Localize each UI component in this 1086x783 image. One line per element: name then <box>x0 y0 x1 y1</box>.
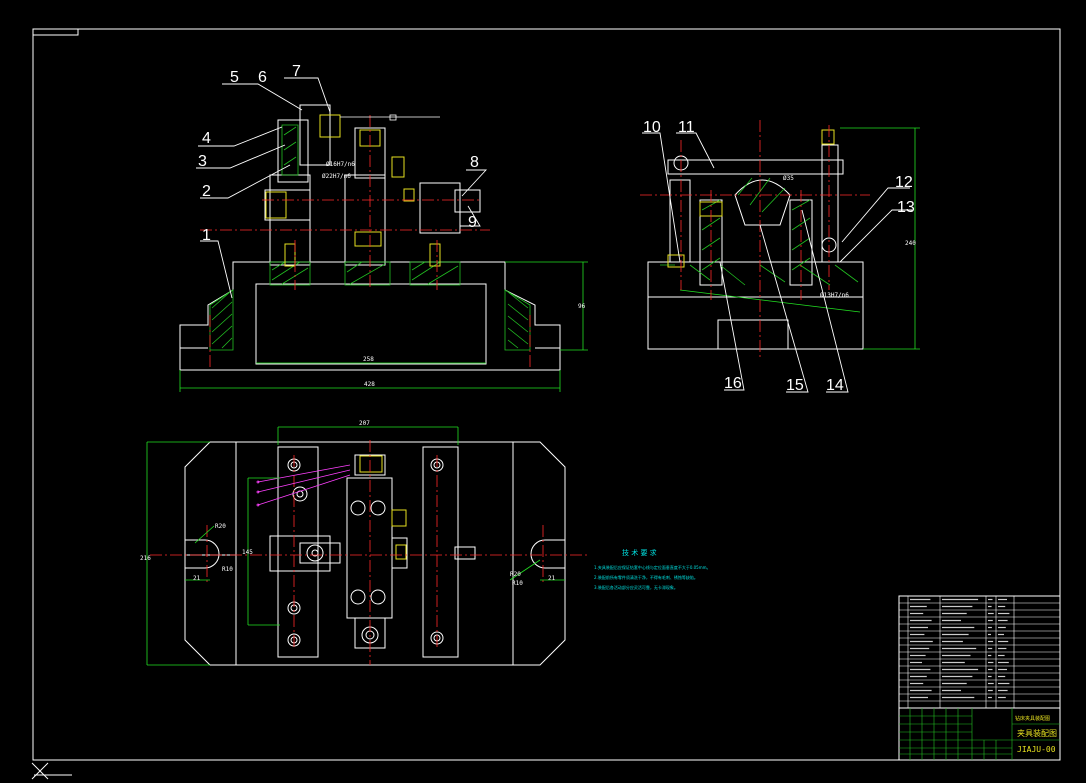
top-dim-left-small: 21 <box>193 575 201 582</box>
title-block-number: JIAJU-00 <box>1017 745 1056 754</box>
top-dim-right-a: R20 <box>510 571 521 578</box>
balloon-6: 6 <box>258 69 267 86</box>
top-dim-right-c: 21 <box>548 575 556 582</box>
balloon-15: 15 <box>786 377 804 394</box>
front-fit-1: Ø16H7/n6 <box>326 161 355 168</box>
side-view: 240 Ø35 Ø13H7/n6 10 11 12 13 14 15 16 <box>640 119 920 394</box>
balloon-8: 8 <box>470 154 479 171</box>
side-dim-height: 240 <box>905 240 916 247</box>
side-fit: Ø13H7/n6 <box>820 292 849 299</box>
tech-notes-heading: 技 术 要 求 <box>622 548 657 557</box>
top-dim-radius-left: R20 <box>215 523 226 530</box>
balloon-7: 7 <box>292 63 301 80</box>
top-dim-width: 207 <box>359 420 370 427</box>
balloon-11: 11 <box>678 119 695 136</box>
balloon-3: 3 <box>198 153 207 170</box>
balloon-5: 5 <box>230 69 239 86</box>
tech-note-line-3: 3.装配后各活动部分应灵活可靠，无卡滞现象。 <box>594 584 678 590</box>
technical-requirements: 技 术 要 求 1.夹具装配后应保证钻套中心线与定位面垂直度不大于0.05mm。… <box>594 548 711 590</box>
balloon-10: 10 <box>643 119 661 136</box>
title-block-part-label: 钻床夹具装配图 <box>1015 715 1050 722</box>
side-dim-top: Ø35 <box>783 175 794 182</box>
title-block-title: 夹具装配图 <box>1017 728 1057 738</box>
ucs-icon <box>31 762 72 780</box>
balloon-13: 13 <box>897 199 915 216</box>
title-block: 钻床夹具装配图 夹具装配图 JIAJU-00 <box>898 707 1061 761</box>
balloon-1: 1 <box>202 227 211 244</box>
front-dim-height: 96 <box>578 303 586 310</box>
tech-note-line-1: 1.夹具装配后应保证钻套中心线与定位面垂直度不大于0.05mm。 <box>594 564 711 570</box>
top-dim-overall-height: 216 <box>140 555 151 562</box>
balloon-2: 2 <box>202 183 211 200</box>
top-dim-left-r: R10 <box>222 566 233 573</box>
front-view: 258 428 96 Ø16H7/n6 Ø22H7/n6 1 2 3 4 5 6… <box>179 63 588 392</box>
balloon-12: 12 <box>895 174 913 191</box>
drawing-frame <box>32 28 1061 761</box>
balloon-4: 4 <box>202 130 211 147</box>
tech-note-line-2: 2.装配前所有零件须清洗干净，不得有毛刺、锈蚀等缺陷。 <box>594 574 698 580</box>
balloon-9: 9 <box>468 214 477 231</box>
balloon-16: 16 <box>724 375 742 392</box>
balloon-14: 14 <box>826 377 844 394</box>
front-dim-overall-width: 428 <box>364 381 375 388</box>
top-dim-right-b: R10 <box>512 580 523 587</box>
top-dim-inner-height: 145 <box>242 549 253 556</box>
top-view: 207 216 145 R20 21 R10 R20 R10 21 <box>140 420 590 666</box>
front-dim-inner-width: 258 <box>363 356 374 363</box>
front-fit-2: Ø22H7/n6 <box>322 173 351 180</box>
